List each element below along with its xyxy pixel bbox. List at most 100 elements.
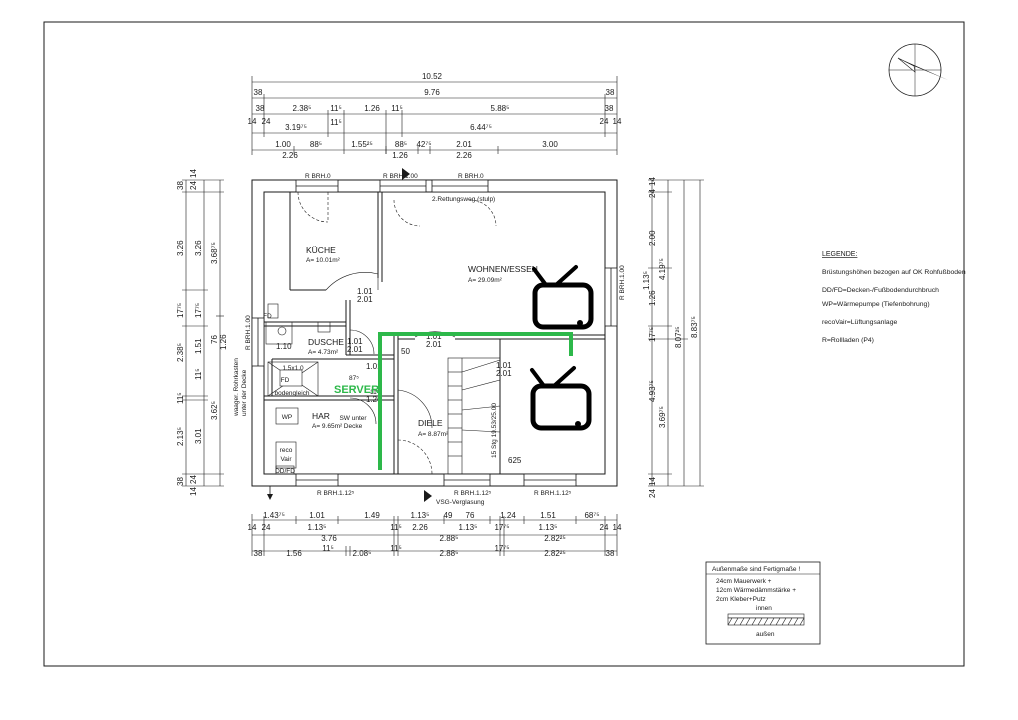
stair-label: 15 Stg 19.53/25.00 bbox=[491, 403, 498, 458]
dim-left: 3.26 bbox=[176, 240, 185, 256]
dim-87: 87⁵ bbox=[349, 375, 359, 382]
dim-right: 4.19⁷⁵ bbox=[658, 258, 667, 280]
dim-top3: 1.26 bbox=[364, 104, 380, 113]
dim-bottom-b: 17⁷⁵ bbox=[494, 523, 509, 532]
legend-item: WP=Wärmepumpe (Tiefenbohrung) bbox=[822, 301, 930, 308]
dim-top3: 38 bbox=[256, 104, 265, 113]
wall-note-box: Außenmaße sind Fertigmaße ! 24cm Mauerwe… bbox=[705, 561, 821, 645]
shower-fixtures bbox=[265, 303, 331, 397]
wp-label: WP bbox=[282, 414, 292, 421]
room-har-area: A= 9.65m² bbox=[312, 423, 343, 430]
dim-left: 76 bbox=[210, 335, 219, 344]
room-diele: DIELE bbox=[418, 418, 443, 428]
dim-left: 11⁵ bbox=[194, 368, 203, 380]
brh-top-middle: R BRH.1.00 bbox=[383, 173, 418, 180]
dim-110: 1.10 bbox=[276, 342, 292, 351]
dim-bottom: 1.49 bbox=[364, 511, 380, 520]
dim-left: 24 bbox=[189, 475, 198, 484]
dim-bottom: 68⁷⁵ bbox=[584, 511, 599, 520]
dim-right: 8.83⁷⁵ bbox=[690, 316, 699, 338]
legend-title: LEGENDE: bbox=[822, 251, 857, 258]
dim-bottom: 76 bbox=[466, 511, 475, 520]
dim-top4: 1.55²⁵ bbox=[351, 140, 373, 149]
dim-bottom-d: 2.82²⁵ bbox=[544, 549, 566, 558]
dd-fd-label: DD/FD bbox=[275, 468, 295, 475]
room-kueche: KÜCHE bbox=[306, 245, 336, 255]
dim-bottom-d: 17⁷⁵ bbox=[494, 544, 509, 553]
dim-right: 1.13⁵ bbox=[642, 271, 651, 290]
dim-top4b: 2.26 bbox=[456, 151, 472, 160]
dim-top3b: 24 bbox=[600, 117, 609, 126]
brh-bottom-right: R BRH.1.12⁵ bbox=[534, 490, 572, 497]
fd-box-label: FD bbox=[281, 377, 290, 384]
brh-right: R BRH.1.00 bbox=[619, 265, 626, 300]
dim-left: 2.38⁵ bbox=[176, 343, 185, 362]
dim-top4: 88⁵ bbox=[395, 140, 407, 149]
dim-bottom-c: 2.88⁵ bbox=[440, 534, 459, 543]
brh-bottom-left: R BRH.1.12⁵ bbox=[317, 490, 355, 497]
tv-icon bbox=[532, 265, 594, 330]
dim-bottom: 1.24 bbox=[500, 511, 516, 520]
dim-left: 3.68⁷⁵ bbox=[210, 242, 219, 264]
staircase bbox=[447, 357, 501, 475]
dim-top3b: 14 bbox=[613, 117, 622, 126]
dim-top3c: 3.19⁷⁵ bbox=[285, 123, 307, 132]
dim-right: 3.69⁷⁵ bbox=[658, 406, 667, 428]
rohrkasten-label: waager. Rohrkasten bbox=[233, 358, 240, 417]
dim-top3b: 14 bbox=[248, 117, 257, 126]
room-diele-area: A= 8.87m² bbox=[418, 431, 449, 438]
legend: LEGENDE: Brüstungshöhen bezogen auf OK R… bbox=[822, 251, 966, 344]
dim-left: 3.62⁵ bbox=[210, 401, 219, 420]
dim-bottom-d: 11⁵ bbox=[390, 544, 402, 553]
dim-right: 4.93⁷⁵ bbox=[648, 380, 657, 402]
dim-top3: 11⁵ bbox=[391, 104, 403, 113]
dim-bottom-b: 24 bbox=[600, 523, 609, 532]
dim-bottom-b: 1.13⁵ bbox=[308, 523, 327, 532]
dim-left: 11⁵ bbox=[176, 392, 185, 404]
door-dim: 1.01 bbox=[366, 362, 382, 371]
dim-left: 3.26 bbox=[194, 240, 203, 256]
dim-left: 3.01 bbox=[194, 428, 203, 444]
dim-left: 38 bbox=[176, 477, 185, 486]
door-dim: 1.01 bbox=[426, 332, 442, 341]
dim-bottom-c: 2.82²⁵ bbox=[544, 534, 566, 543]
vsg-label: VSG-Verglasung bbox=[436, 499, 485, 506]
dim-left: 17⁷⁵ bbox=[194, 303, 203, 318]
dim-bottom: 1.13⁵ bbox=[411, 511, 430, 520]
dim-bottom-d: 1.56 bbox=[286, 549, 302, 558]
recovair-label-2: Vair bbox=[280, 456, 292, 463]
dim-bottom-b: 14 bbox=[613, 523, 622, 532]
fd-box-dim: 1.5x1.0 bbox=[282, 365, 304, 372]
dim-bottom-b: 24 bbox=[262, 523, 271, 532]
dim-total-width: 10.52 bbox=[422, 72, 443, 81]
note-line: 12cm Wärmedämmstärke + bbox=[716, 587, 796, 594]
room-wohnen-essen: WOHNEN/ESSEN bbox=[468, 264, 538, 274]
dim-right: 14 bbox=[648, 477, 657, 486]
entrance-markers bbox=[267, 168, 432, 502]
dim-right: 24 bbox=[648, 189, 657, 198]
dim-bottom-b: 1.13⁵ bbox=[539, 523, 558, 532]
rohrkasten-label-2: unter der Decke bbox=[241, 369, 248, 416]
room-wohnen-area: A= 29.09m² bbox=[468, 277, 503, 284]
dim-bottom-b: 14 bbox=[248, 523, 257, 532]
brh-left: R BRH.1.00 bbox=[245, 315, 252, 350]
dim-bottom-b: 2.26 bbox=[412, 523, 428, 532]
door-dim: 1.26 bbox=[366, 395, 382, 404]
dim-top2-right: 38 bbox=[606, 88, 615, 97]
note-line: 2cm Kleber+Putz bbox=[716, 596, 766, 603]
dim-right: 1.26 bbox=[648, 290, 657, 306]
note-inside: innen bbox=[756, 605, 772, 612]
dim-top2-left: 38 bbox=[254, 88, 263, 97]
door-dim: 2.01 bbox=[347, 345, 363, 354]
windows bbox=[251, 179, 618, 487]
dim-left: 2.13⁵ bbox=[176, 427, 185, 446]
dim-top3c: 11⁵ bbox=[330, 118, 342, 127]
dim-625: 625 bbox=[508, 456, 522, 465]
room-dusche: DUSCHE bbox=[308, 337, 344, 347]
dim-bottom: 1.51 bbox=[540, 511, 556, 520]
bodengleich-label: bodengleich bbox=[274, 390, 309, 397]
sw-label: SW unter bbox=[339, 415, 367, 422]
note-line: 24cm Mauerwerk + bbox=[716, 578, 772, 585]
door-dim: 2.01 bbox=[357, 295, 373, 304]
